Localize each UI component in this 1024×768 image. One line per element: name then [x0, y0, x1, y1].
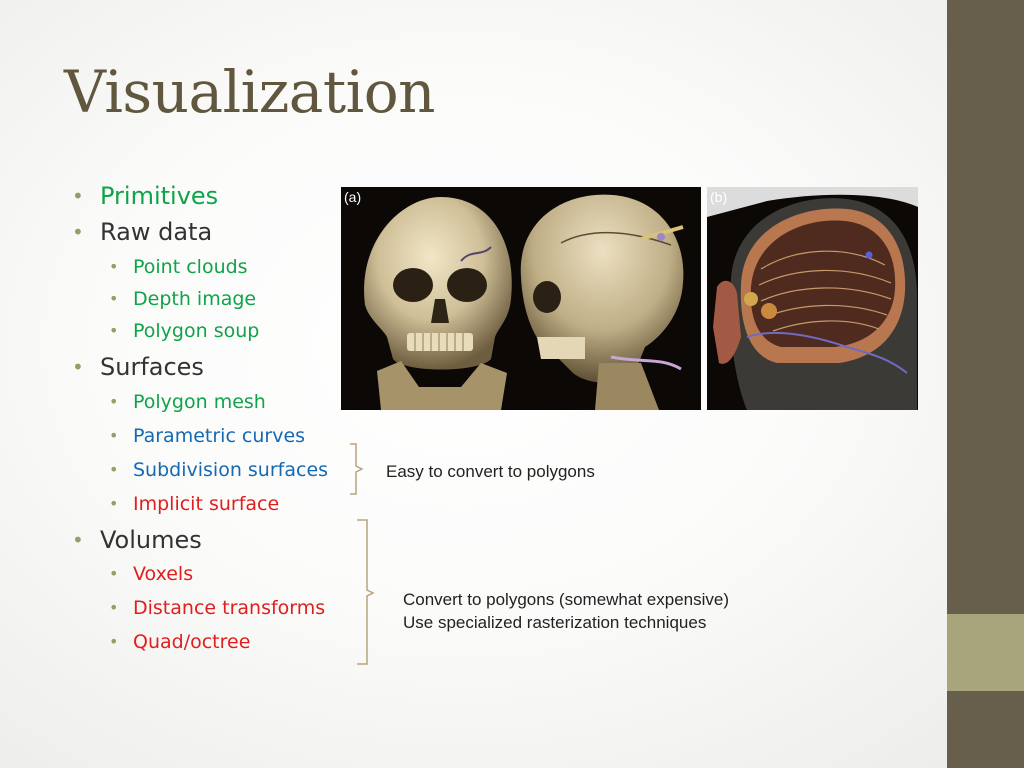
slide-title: Visualization [64, 58, 435, 126]
sub-bullet-polygon-mesh: • Polygon mesh [72, 390, 328, 414]
bullet-text: Distance transforms [133, 597, 326, 619]
bullet-dot-icon: • [109, 257, 119, 276]
skull-ct-rendering-image: (a) [341, 187, 701, 410]
bullet-dot-icon: • [72, 528, 84, 552]
sub-bullet-depth-image: • Depth image [72, 287, 328, 311]
bullet-text: Implicit surface [133, 493, 280, 515]
sidebar-accent-block [947, 614, 1024, 691]
bullet-surfaces: • Surfaces [72, 353, 328, 381]
bullet-text: Surfaces [100, 353, 204, 381]
sub-bullet-quad-octree: • Quad/octree [72, 630, 328, 654]
bullet-dot-icon: • [109, 392, 119, 411]
note-easy-conversion: Easy to convert to polygons [386, 462, 595, 481]
sub-bullet-parametric-curves: • Parametric curves [72, 424, 328, 448]
bullet-dot-icon: • [109, 289, 119, 308]
bullet-dot-icon: • [109, 564, 119, 583]
bullet-dot-icon: • [72, 355, 84, 379]
bullet-text: Raw data [100, 218, 213, 246]
sub-bullet-polygon-soup: • Polygon soup [72, 319, 328, 343]
note-line-1: Convert to polygons (somewhat expensive) [403, 590, 729, 609]
bullet-dot-icon: • [72, 220, 84, 244]
bullet-text: Polygon mesh [133, 391, 266, 413]
figure-label-a: (a) [344, 189, 362, 205]
sub-bullet-distance-transforms: • Distance transforms [72, 596, 328, 620]
bullet-primitives: • Primitives [72, 182, 328, 210]
bullet-volumes: • Volumes [72, 526, 328, 554]
skull-illustration [341, 187, 701, 410]
bullet-raw-data: • Raw data [72, 218, 328, 246]
figure-label-b: (b) [710, 189, 728, 205]
sub-bullet-point-clouds: • Point clouds [72, 255, 328, 279]
bullet-text: Subdivision surfaces [133, 459, 329, 481]
bullet-list: • Primitives • Raw data • Point clouds • Dep… [72, 182, 328, 654]
bullet-dot-icon: • [109, 598, 119, 617]
bullet-dot-icon: • [109, 321, 119, 340]
bullet-text: Voxels [133, 563, 194, 585]
bullet-dot-icon: • [109, 426, 119, 445]
sub-bullet-subdivision-surfaces: • Subdivision surfaces [72, 458, 328, 482]
sagittal-head-mri-image: (b) [707, 187, 918, 410]
bullet-text: Polygon soup [133, 320, 260, 342]
bullet-text: Parametric curves [133, 425, 306, 447]
note-line-2: Use specialized rasterization techniques [403, 613, 707, 632]
bullet-text: Depth image [133, 288, 257, 310]
brace-right-icon [350, 443, 364, 495]
sub-bullet-implicit-surface: • Implicit surface [72, 492, 328, 516]
bullet-text: Point clouds [133, 256, 248, 278]
bullet-dot-icon: • [72, 184, 84, 208]
brace-right-icon [357, 519, 375, 665]
bullet-text: Quad/octree [133, 631, 251, 653]
bullet-text: Primitives [100, 182, 219, 210]
bullet-dot-icon: • [109, 632, 119, 651]
sub-bullet-voxels: • Voxels [72, 562, 328, 586]
note-expensive-conversion: Convert to polygons (somewhat expensive)… [403, 588, 729, 634]
bullet-dot-icon: • [109, 460, 119, 479]
bullet-dot-icon: • [109, 494, 119, 513]
head-section-illustration [707, 187, 918, 410]
bullet-text: Volumes [100, 526, 202, 554]
